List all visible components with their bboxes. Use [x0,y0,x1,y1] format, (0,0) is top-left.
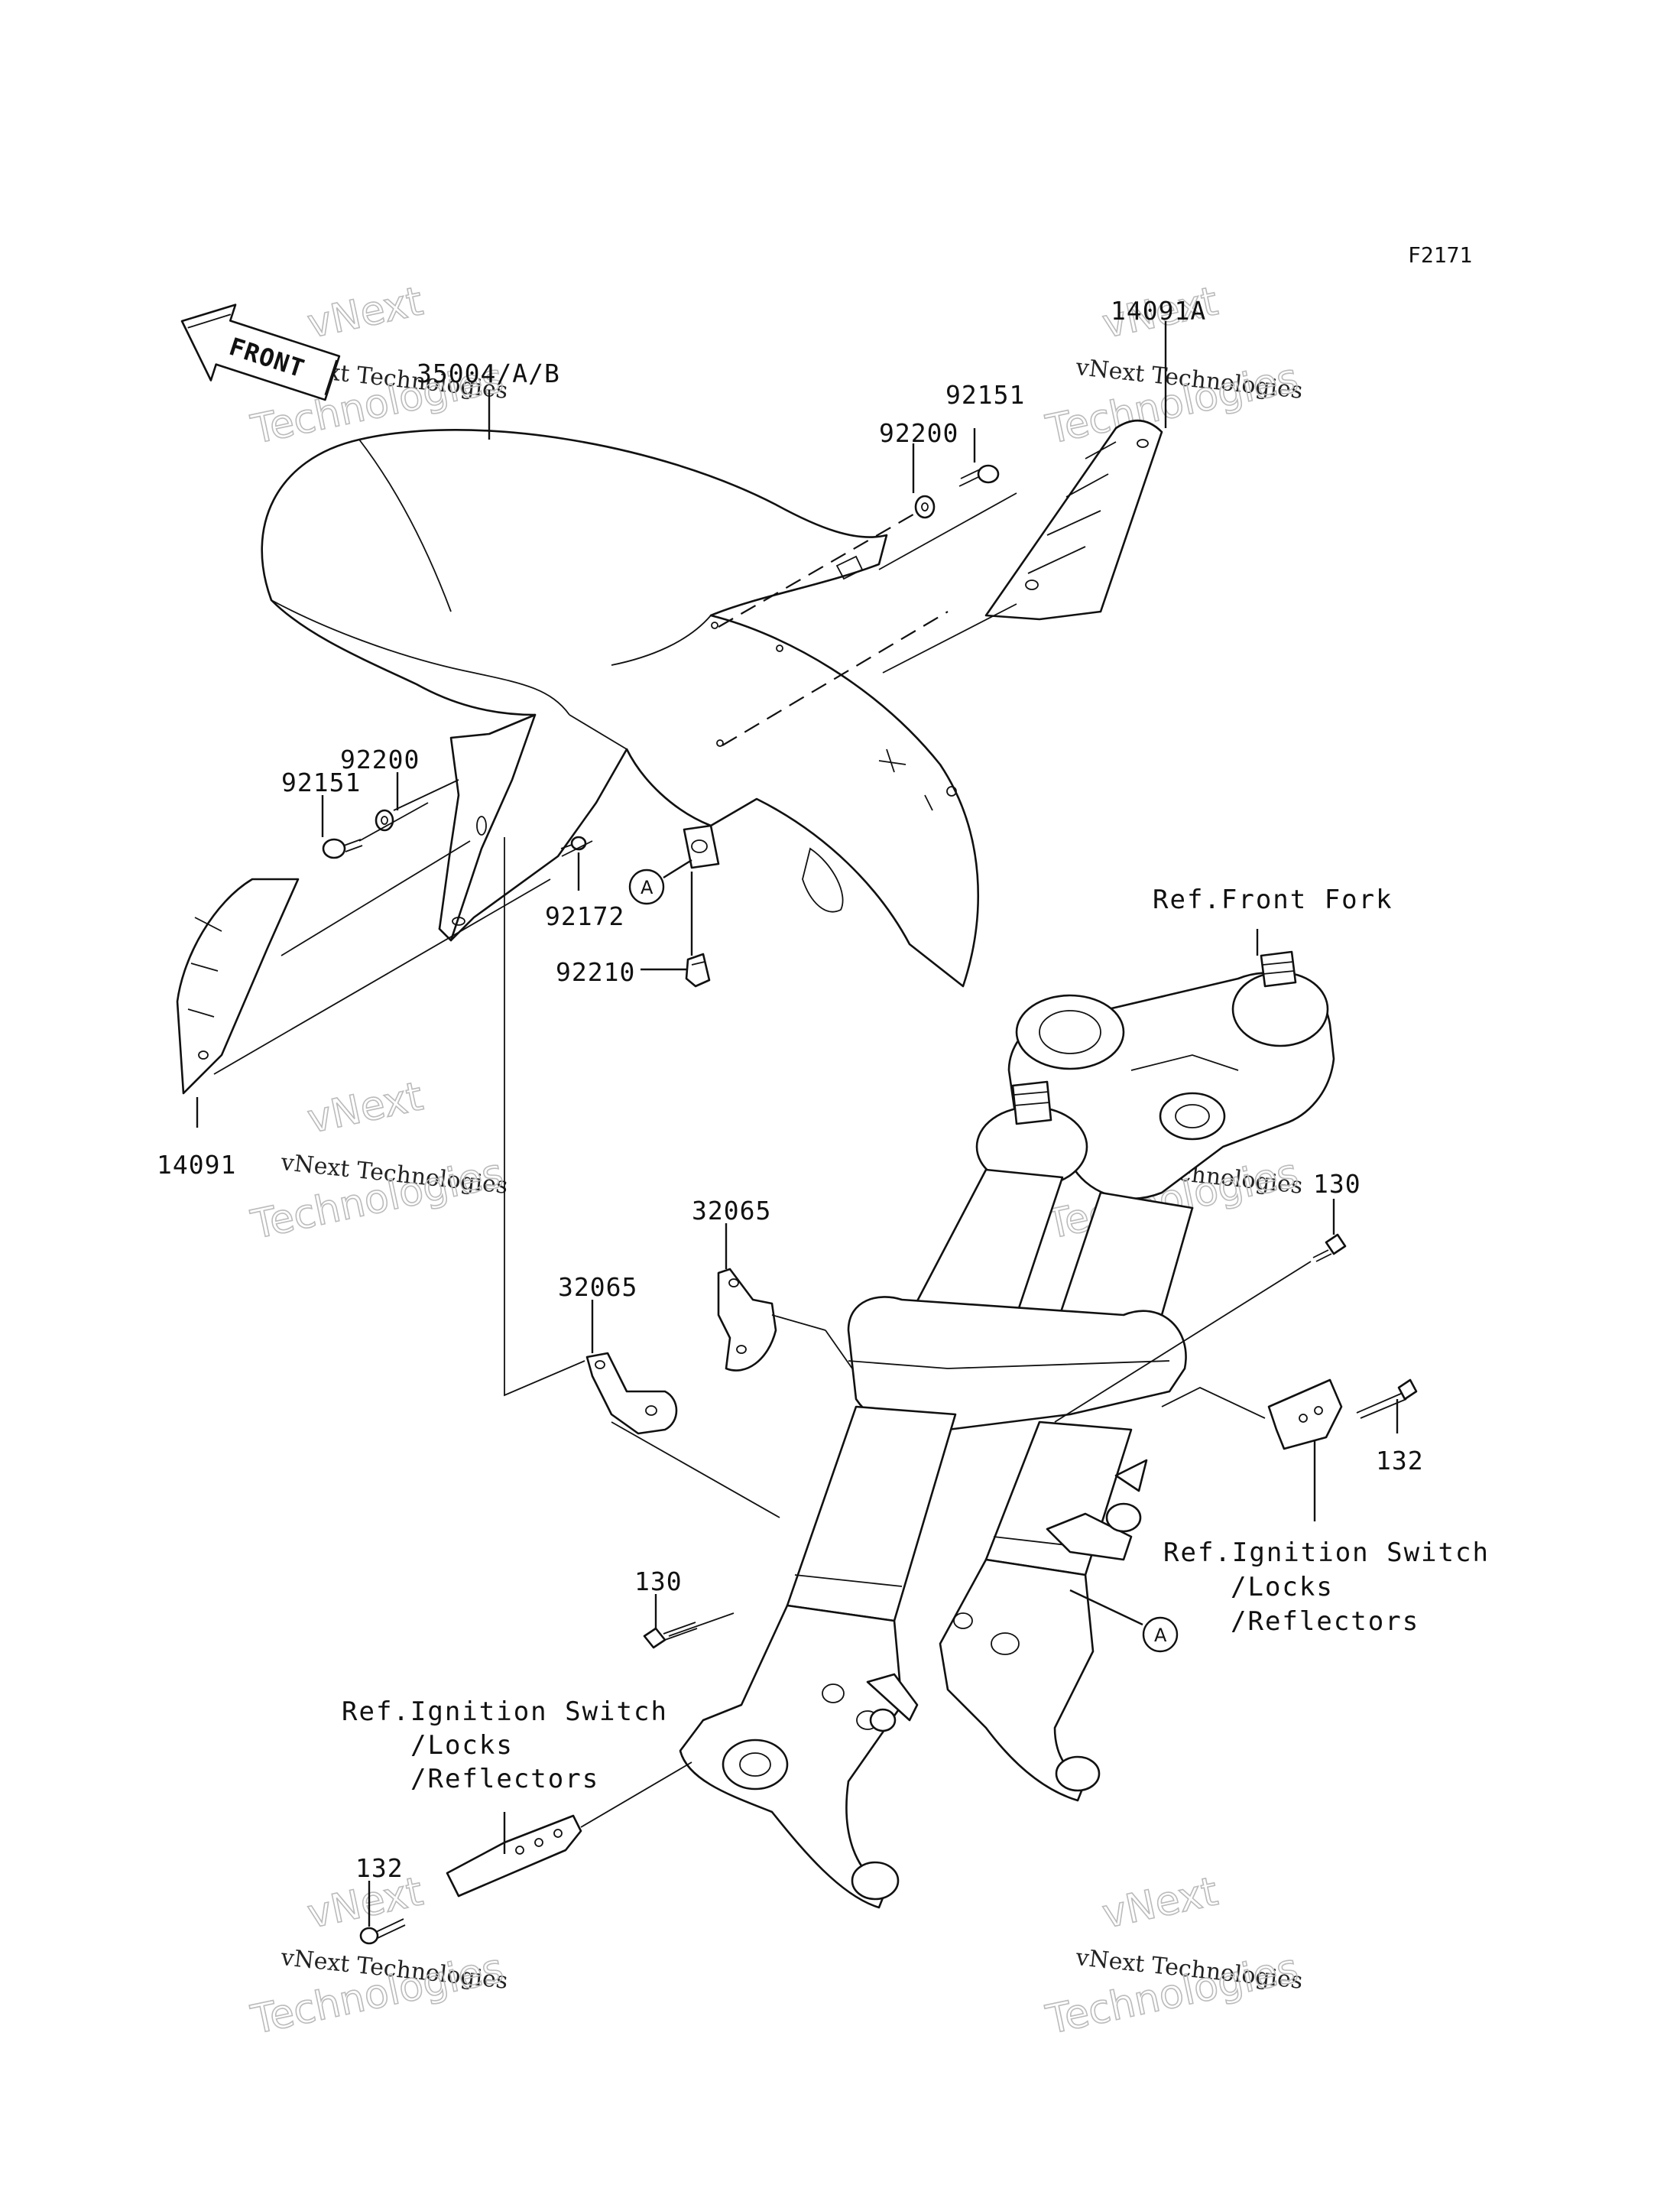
fastener-92151-left [322,838,363,859]
callout-92151-left: 92151 [281,768,361,797]
point-a-label: A [641,877,654,898]
bolt-132-right [1356,1378,1418,1419]
ref-ignition-right-line2: /Locks [1231,1572,1334,1602]
ref-ignition-left-line2: /Locks [410,1730,514,1761]
front-fork-assembly [679,950,1335,1909]
diagram-code: F2171 [1408,242,1472,268]
reflector-bracket-right [1267,1378,1343,1450]
watermark-brand: vNext [1098,1868,1221,1937]
bolt-130-left [643,1622,698,1649]
watermark-brand: vNext [303,278,426,347]
point-a-marker-upper: A [628,868,665,905]
leader-lines [196,321,1399,1927]
front-mudguard [261,428,979,988]
ref-ignition-left: Ref.Ignition Switch /Locks /Reflectors [342,1696,668,1794]
bolt-130-right [1312,1233,1347,1262]
watermark-brand: vNext [303,1073,426,1142]
ref-front-fork: Ref.Front Fork [1153,885,1393,915]
callout-92210: 92210 [556,957,635,987]
fastener-92151-top [958,464,1000,487]
point-a-marker-lower: A [1142,1616,1179,1653]
point-a-label: A [1154,1625,1167,1646]
callout-92151-top: 92151 [945,380,1025,410]
watermark: vNext vNext Technologies Technologies [1042,1868,1304,2044]
callout-132-left: 132 [355,1853,404,1883]
ref-ignition-left-line1: Ref.Ignition Switch [342,1696,668,1727]
watermark: vNext vNext Technologies Technologies [247,1073,509,1249]
callout-32065-upper: 32065 [692,1196,771,1226]
callout-14091: 14091 [157,1150,236,1180]
watermark: vNext vNext Technologies Technologies [1042,278,1304,454]
callout-92200-top: 92200 [879,418,958,448]
bolt-132-left [359,1918,406,1945]
watermark: vNext vNext Technologies Technologies [247,1868,509,2044]
callout-132-right: 132 [1376,1446,1424,1476]
ref-ignition-right-line3: /Reflectors [1231,1606,1419,1637]
callout-130-left: 130 [634,1567,683,1596]
ref-ignition-right: Ref.Ignition Switch /Locks /Reflectors [1163,1537,1490,1637]
callout-32065-lower: 32065 [558,1272,637,1302]
bracket-32065-lower [585,1352,678,1435]
callout-92200-left: 92200 [340,745,420,774]
ref-ignition-left-line3: /Reflectors [410,1764,599,1794]
cover-right-14091a [984,419,1163,621]
callout-130-right: 130 [1313,1169,1361,1199]
clip-nut-92210 [685,953,711,988]
cover-left-14091 [176,878,300,1095]
callout-14091a: 14091A [1111,296,1206,326]
reflector-bracket-left [446,1814,582,1898]
washer-92200-top [914,495,936,519]
bracket-32065-upper [717,1268,777,1372]
callout-92172: 92172 [545,901,624,931]
ref-ignition-right-line1: Ref.Ignition Switch [1163,1537,1490,1568]
callout-35004: 35004/A/B [417,359,560,388]
